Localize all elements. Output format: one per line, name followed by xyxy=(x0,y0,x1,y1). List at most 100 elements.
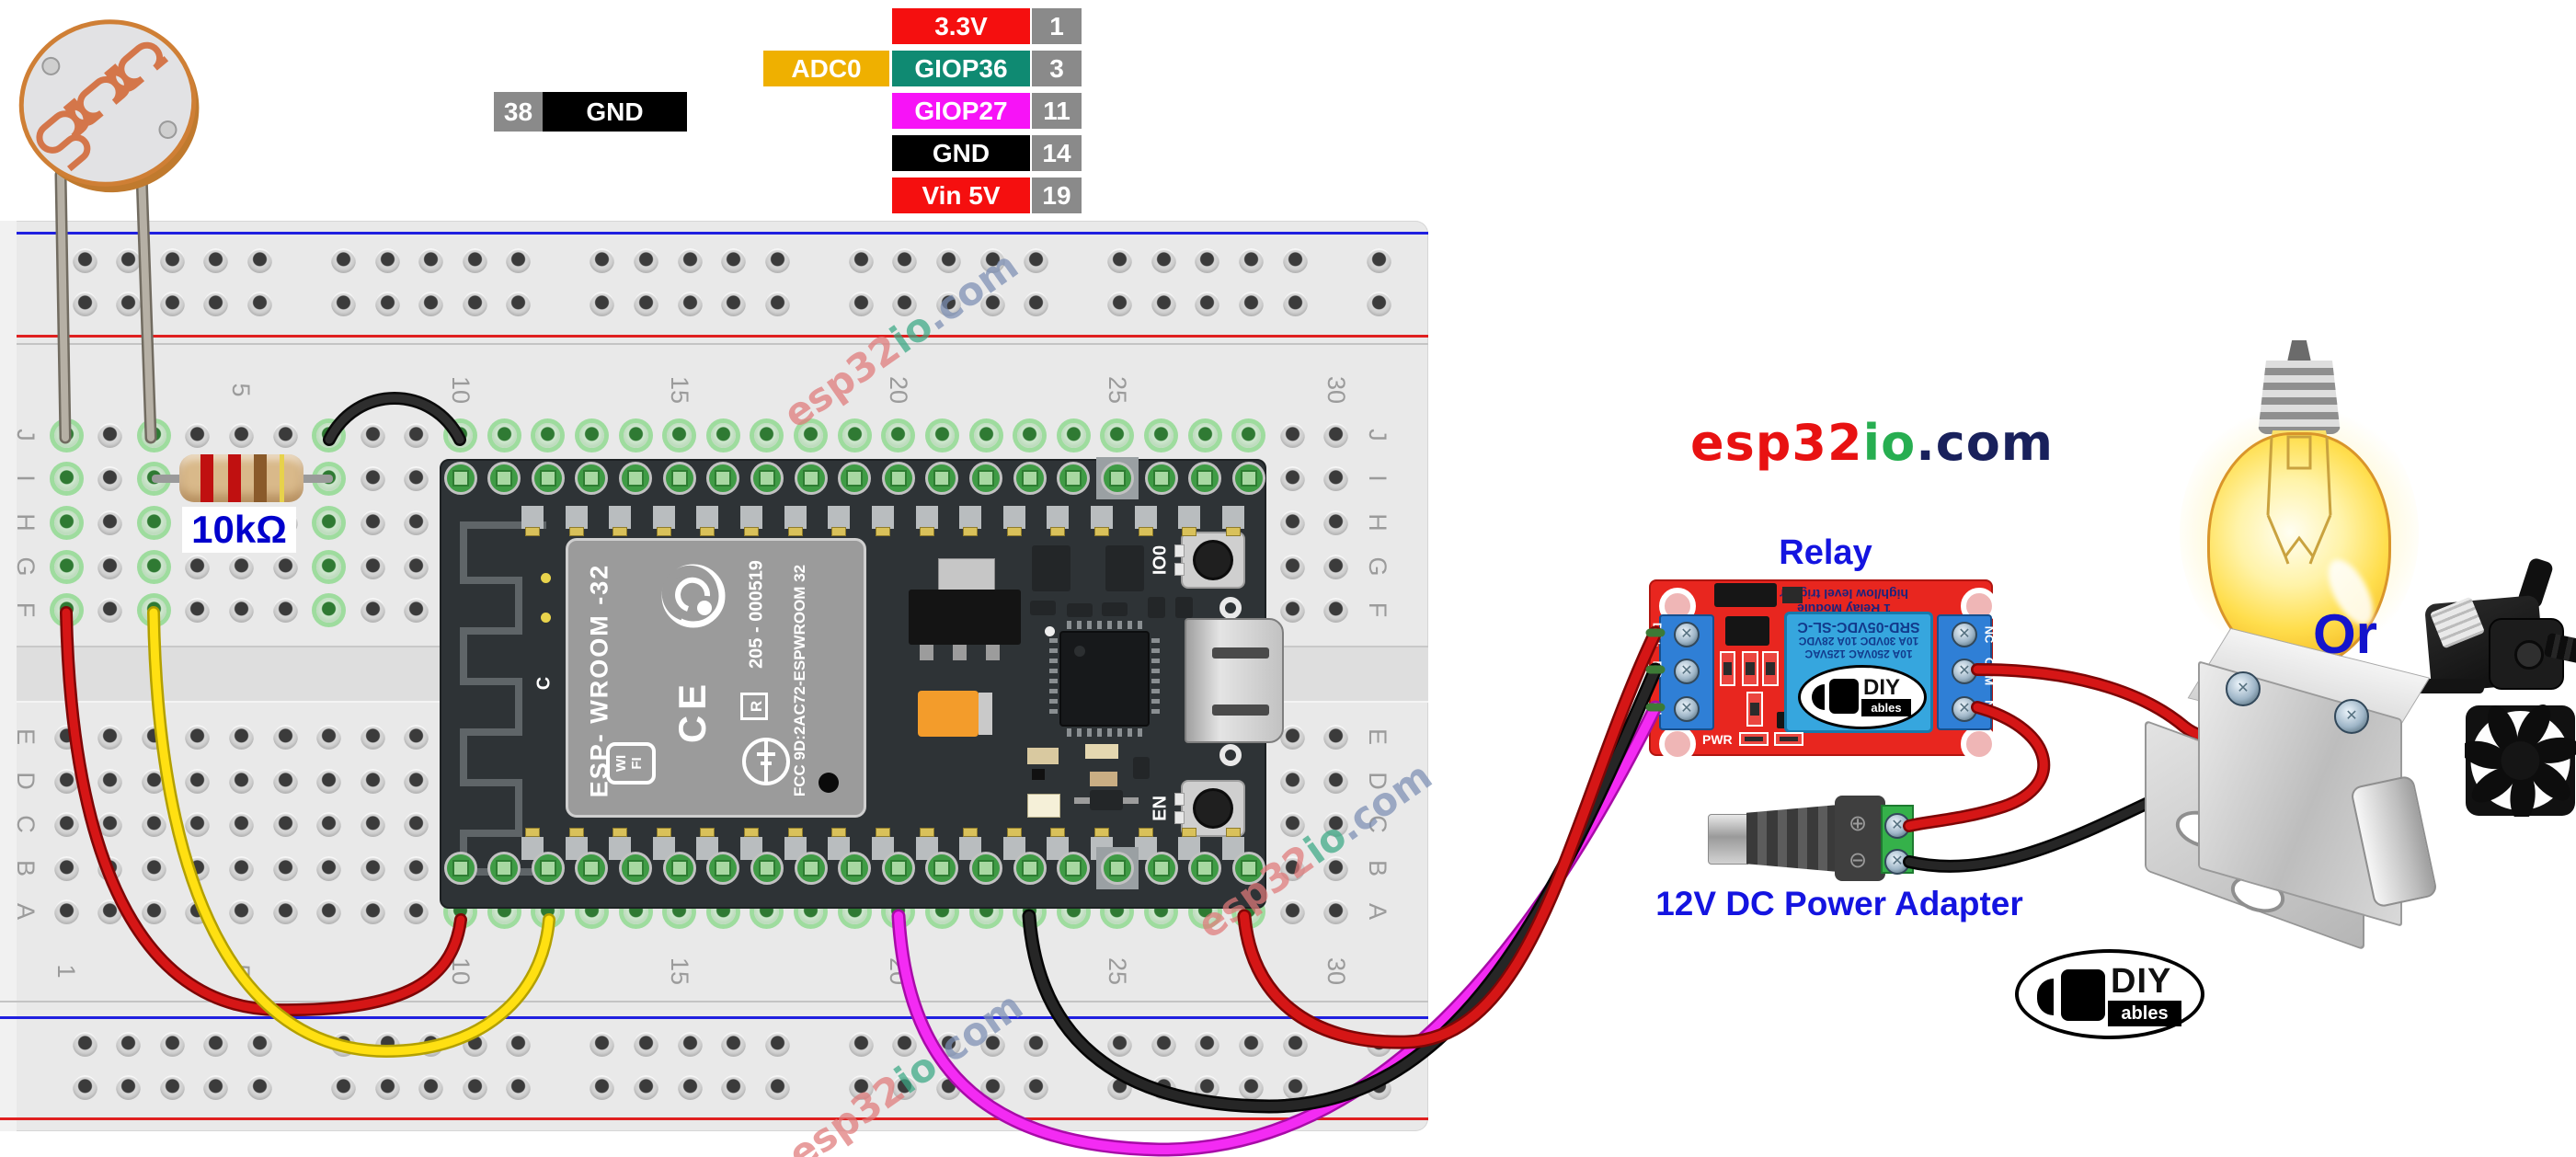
diode-lead xyxy=(1123,797,1139,804)
module-pad xyxy=(963,527,979,536)
site-logo-io: io xyxy=(1862,414,1917,472)
esp32-devkit-board: C ESP- WROOM -32 CE 205 - 000519 R FCC 9… xyxy=(440,459,1284,909)
esp32-pin xyxy=(794,852,828,885)
smd-tan xyxy=(1085,744,1118,759)
plug-plus-symbol: ⊕ xyxy=(1849,811,1868,836)
terminal-label-in: IN xyxy=(1650,703,1665,716)
module-pad xyxy=(1094,527,1110,536)
wifi-logo-top: WI xyxy=(613,754,629,773)
regulator-leg xyxy=(953,645,967,660)
jumper-pin xyxy=(1782,587,1803,603)
module-pad xyxy=(656,828,671,837)
smd-resistor xyxy=(1742,651,1758,686)
fan-blade xyxy=(2460,740,2510,770)
terminal-screw xyxy=(1674,622,1700,647)
diyables-glyph xyxy=(1812,684,1825,710)
esp32-pin xyxy=(487,462,521,495)
adapter-label: 12V DC Power Adapter xyxy=(1655,885,2023,922)
board-dot xyxy=(541,573,551,583)
smd-resistor xyxy=(1746,692,1763,727)
module-pad xyxy=(652,506,675,529)
r-mark: R xyxy=(740,693,768,720)
gnd-callout-label: GND xyxy=(543,92,687,132)
terminal-screw xyxy=(1884,813,1910,839)
esp32-pin xyxy=(838,462,872,495)
esp32-pin xyxy=(1144,462,1178,495)
module-pad xyxy=(744,527,760,536)
module-pad xyxy=(613,828,628,837)
module-pad xyxy=(1178,506,1201,529)
wifi-antenna-traces xyxy=(460,521,546,876)
breadboard-red-rail-line-bottom xyxy=(0,1117,1428,1120)
relay-model: SRD-05VDC-SL-C xyxy=(1797,619,1920,635)
board-dot xyxy=(541,613,551,623)
diyables-logo: DIY ables xyxy=(2015,949,2204,1039)
optocoupler xyxy=(1725,616,1769,646)
relay-cube: 10A 250VAC 125VAC 10A 30VDC 10A 28VDC SR… xyxy=(1784,612,1933,733)
pwr-led xyxy=(1739,732,1769,746)
legend-pin-number: 3 xyxy=(1032,51,1082,86)
capacitor-end xyxy=(979,693,992,735)
esp32-pin xyxy=(969,852,1003,885)
module-pad xyxy=(1225,828,1241,837)
breadboard-red-rail-line-top xyxy=(0,335,1428,338)
transistor xyxy=(1105,545,1144,591)
smd-resistor xyxy=(1774,732,1803,746)
diode-lead xyxy=(1074,797,1090,804)
resistor-band xyxy=(254,454,267,502)
esp32-pin xyxy=(531,852,565,885)
pwr-label: PWR xyxy=(1702,732,1733,747)
terminal-label-dcplus: DC+ xyxy=(1650,622,1665,647)
esp32-pin xyxy=(619,852,653,885)
water-pump xyxy=(2400,552,2576,699)
esp32-pin xyxy=(838,852,872,885)
legend-pin-name: GIOP36 xyxy=(892,51,1030,86)
module-pad xyxy=(963,828,979,837)
module-pad xyxy=(831,828,847,837)
esp32-pin xyxy=(969,462,1003,495)
fcc-id: FCC 9D:2AC72-ESPWROOM 32 xyxy=(791,564,808,797)
esp32-pin xyxy=(619,462,653,495)
legend-pin-name: 3.3V xyxy=(892,8,1030,44)
module-pad xyxy=(1091,506,1114,529)
resistor-value-label: 10kΩ xyxy=(182,507,296,553)
resistor-band xyxy=(200,454,213,502)
module-pad xyxy=(1225,527,1241,536)
smd-resistor xyxy=(1720,651,1735,686)
module-pad xyxy=(787,527,803,536)
esp32-pin xyxy=(881,462,915,495)
module-pad xyxy=(613,527,628,536)
module-pad xyxy=(919,527,934,536)
smd-component xyxy=(1067,603,1093,617)
light-bulb xyxy=(2180,331,2419,699)
module-pad xyxy=(1138,527,1153,536)
esp32-pin xyxy=(1144,852,1178,885)
module-pad xyxy=(784,506,807,529)
module-pad xyxy=(875,828,890,837)
resistor-band xyxy=(228,454,241,502)
terminal-label-dcminus: DC- xyxy=(1650,660,1665,682)
breadboard-divider-top xyxy=(0,343,1428,345)
breadboard-blue-rail-line-top xyxy=(0,232,1428,235)
usb-anchor xyxy=(1219,597,1242,619)
module-pad xyxy=(787,828,803,837)
bulb-screw-base xyxy=(2258,361,2341,434)
smd-cap xyxy=(1032,769,1045,780)
ce-mark: CE xyxy=(670,678,714,744)
module-pad xyxy=(871,506,894,529)
regulator-leg xyxy=(986,645,1000,660)
micro-usb-port xyxy=(1185,618,1284,743)
module-pad xyxy=(525,828,540,837)
esp32-pin xyxy=(443,462,477,495)
smd-component xyxy=(1148,597,1165,618)
cooling-fan xyxy=(2460,705,2576,822)
site-logo-com: .com xyxy=(1916,414,2055,472)
legend-pin-number: 1 xyxy=(1032,8,1082,44)
terminal-screw xyxy=(1674,696,1700,722)
voltage-regulator xyxy=(909,590,1021,645)
esp32-pin xyxy=(750,462,784,495)
esp32-pin xyxy=(487,852,521,885)
legend-alias: ADC0 xyxy=(763,51,889,86)
smd-component xyxy=(1175,597,1193,618)
